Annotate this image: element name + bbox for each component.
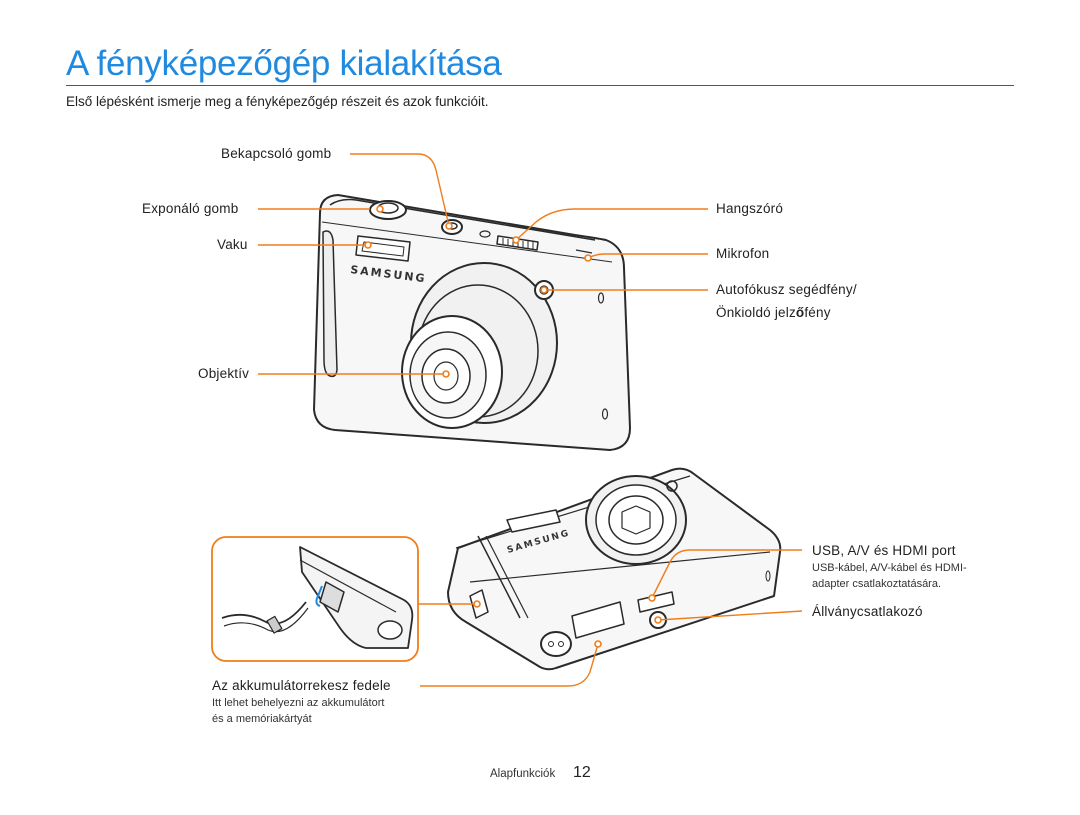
- callout-dots: [364, 205, 662, 648]
- footer-section-name: Alapfunkciók: [490, 768, 556, 780]
- camera-bottom-view: [447, 467, 782, 671]
- title-text-start: A fényképez: [66, 44, 254, 83]
- label-flash: Vaku: [217, 237, 248, 252]
- label-af-lamp-line1: Autofókusz segédfény/: [716, 282, 857, 297]
- label-microphone: Mikrofon: [716, 246, 770, 261]
- intro-text: Első lépésként ismerje meg a fényképezőg…: [66, 94, 489, 109]
- title-text-end: gép kialakítása: [272, 44, 502, 83]
- label-af-lamp-line2-start: Önkioldó jelz: [716, 305, 796, 320]
- label-af-lamp-line2: Önkioldó jelzőfény: [716, 305, 831, 320]
- label-tripod: Állványcsatlakozó: [812, 604, 923, 619]
- label-shutter-button: Exponáló gomb: [142, 201, 239, 216]
- label-af-lamp-line2-end: fény: [804, 305, 831, 320]
- label-usb-port: USB, A/V és HDMI port: [812, 543, 956, 558]
- label-battery-desc-line1: Itt lehet behelyezni az akkumulátort: [212, 697, 385, 709]
- title-divider: [66, 85, 1014, 86]
- label-power-button: Bekapcsoló gomb: [221, 146, 332, 161]
- label-af-lamp-line2-accent: ő: [795, 305, 805, 320]
- callout-lines: [258, 153, 803, 687]
- label-usb-desc-line2: adapter csatlakoztatására.: [812, 578, 942, 590]
- footer-page-number: 12: [573, 764, 591, 781]
- label-battery-desc-line2: és a memóriakártyát: [212, 713, 312, 725]
- strap-inset: [211, 536, 419, 662]
- page-title: A fényképezőgép kialakítása: [66, 44, 502, 84]
- label-usb-desc-line1: USB-kábel, A/V-kábel és HDMI-: [812, 562, 967, 574]
- label-battery-cover: Az akkumulátorrekesz fedele: [212, 678, 391, 693]
- camera-front-view: [313, 194, 631, 451]
- label-speaker: Hangszóró: [716, 201, 784, 216]
- title-text-accent: ő: [253, 44, 273, 83]
- label-lens: Objektív: [198, 366, 250, 381]
